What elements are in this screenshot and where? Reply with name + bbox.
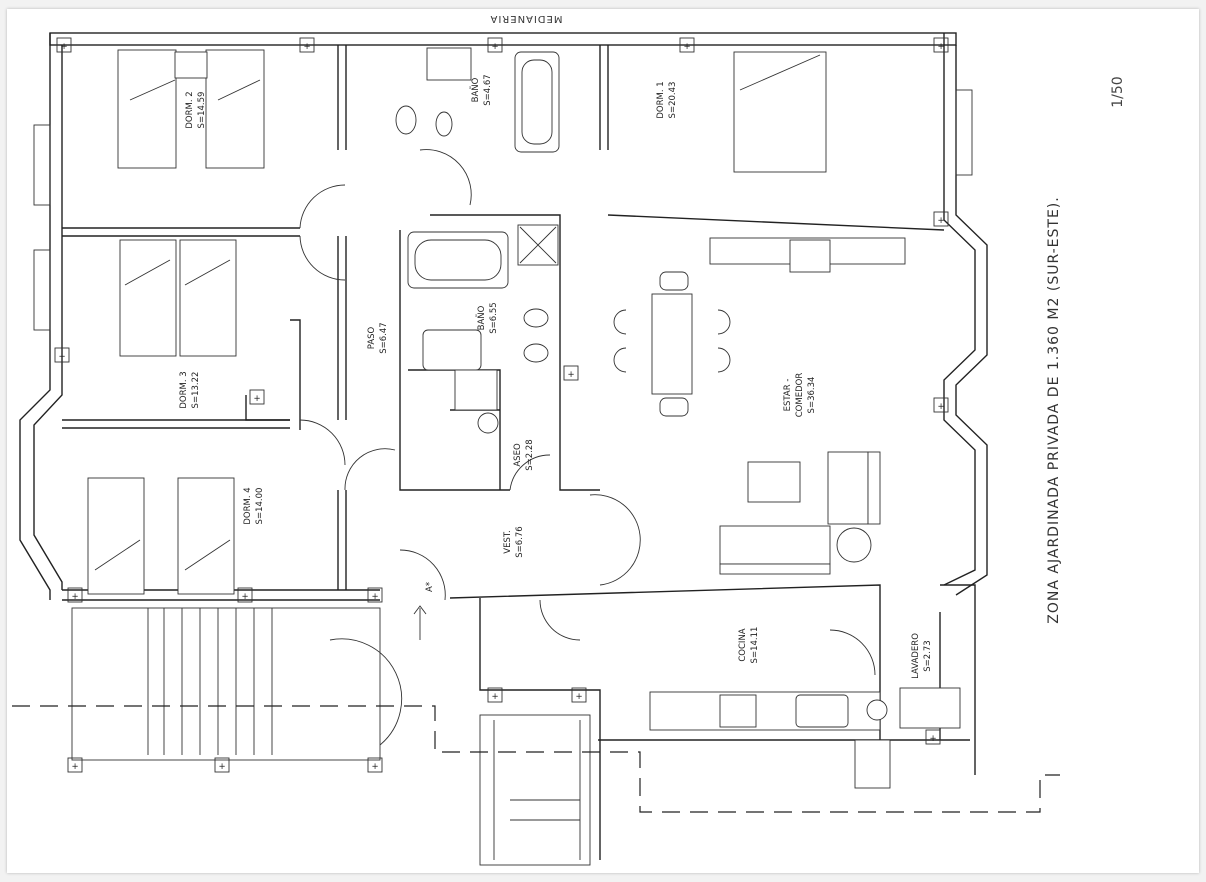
room-name-lavadero: LAVADERO	[911, 633, 921, 679]
svg-text:+: +	[683, 42, 690, 52]
room-name-dorm1: DORM. 1	[656, 81, 666, 118]
garden-note: ZONA AJARDINADA PRIVADA DE 1.360 M2 (SUR…	[1046, 196, 1062, 623]
room-name-bano1: BAÑO	[470, 77, 481, 102]
stairwell	[71, 607, 591, 866]
entry-mark: A*	[425, 582, 435, 592]
room-area-lavadero: S=2.73	[923, 640, 933, 671]
svg-text:+: +	[303, 42, 310, 52]
room-area-dorm2: S=14.59	[197, 92, 207, 129]
door-swings	[299, 149, 876, 746]
svg-text:+: +	[929, 734, 936, 744]
room-area-dorm3: S=13.22	[191, 372, 201, 409]
bathroom-fixtures	[395, 47, 560, 434]
windows	[33, 89, 973, 331]
party-wall-top: MEDIANERIA	[49, 13, 957, 46]
svg-text:+: +	[60, 42, 67, 52]
plan-sheet: MEDIANERIA	[7, 9, 1199, 873]
svg-text:+: +	[241, 592, 248, 602]
room-name-cocina: COCINA	[738, 628, 748, 661]
room-area-vest: S=6.76	[515, 526, 525, 557]
room-area-aseo: S=2.28	[525, 439, 535, 470]
room-area-bano1: S=4.67	[483, 74, 493, 105]
room-area-cocina: S=14.11	[750, 627, 760, 664]
room-name-paso: PASO	[367, 326, 377, 349]
svg-text:+: +	[253, 394, 260, 404]
room-name-aseo: ASEO	[513, 443, 523, 467]
svg-text:+: +	[491, 692, 498, 702]
living-furniture	[613, 237, 906, 575]
svg-text:+: +	[371, 762, 378, 772]
svg-text:+: +	[491, 42, 498, 52]
room-labels: DORM. 2 S=14.59 BAÑO S=4.67 DORM. 1 S=20…	[179, 74, 933, 679]
svg-text:+: +	[937, 42, 944, 52]
room-name-dorm2: DORM. 2	[185, 91, 195, 128]
svg-text:+: +	[218, 762, 225, 772]
property-line	[12, 705, 1060, 813]
room-name-dorm3: DORM. 3	[179, 371, 189, 408]
svg-text:+: +	[58, 352, 65, 362]
room-area-paso: S=6.47	[379, 322, 389, 353]
room-name-bano2: BAÑO	[476, 305, 487, 330]
room-name-comedor: COMEDOR	[795, 373, 805, 418]
room-area-bano2: S=6.55	[489, 302, 499, 333]
svg-text:+: +	[371, 592, 378, 602]
entry-arrow: A*	[413, 582, 435, 640]
room-name-vest: VEST.	[503, 530, 513, 553]
svg-text:+: +	[575, 692, 582, 702]
interior-walls	[62, 45, 970, 860]
kitchen-fixtures	[649, 687, 961, 789]
room-area-dorm4: S=14.00	[255, 488, 265, 525]
room-name-dorm4: DORM. 4	[243, 487, 253, 524]
svg-text:+: +	[937, 402, 944, 412]
svg-text:+: +	[567, 370, 574, 380]
beds	[87, 49, 827, 595]
party-wall-label: MEDIANERIA	[490, 13, 563, 24]
svg-text:+: +	[71, 592, 78, 602]
svg-text:+: +	[71, 762, 78, 772]
room-area-estar: S=36.34	[807, 377, 817, 414]
scale-label: 1/50	[1110, 76, 1126, 107]
svg-text:+: +	[937, 216, 944, 226]
room-name-estar: ESTAR -	[783, 379, 793, 412]
room-area-dorm1: S=20.43	[668, 82, 678, 119]
floor-plan-drawing: MEDIANERIA	[12, 13, 1126, 866]
column-markers: + + + + + + + + + + + + + + + + + + +	[54, 37, 949, 773]
